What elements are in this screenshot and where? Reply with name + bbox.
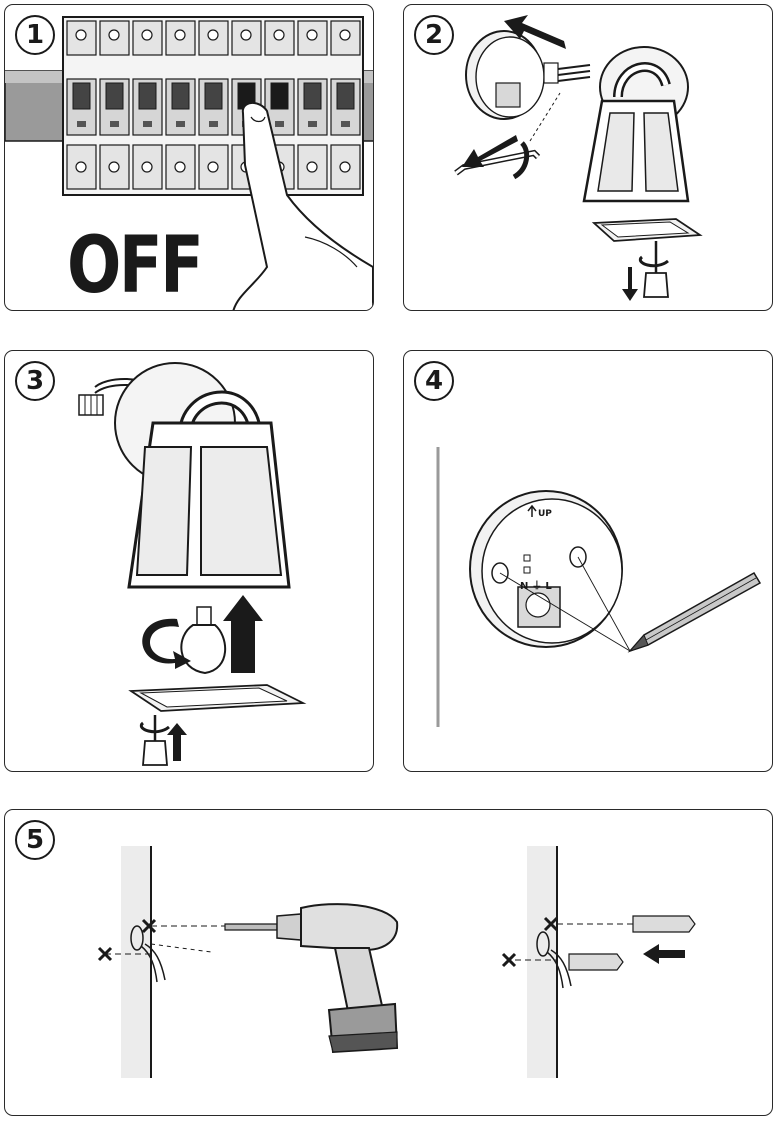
breaker-indicator [308, 121, 317, 127]
step-2-panel: 2 [403, 4, 773, 311]
terminal-screw [306, 29, 318, 41]
breaker-indicator [77, 121, 86, 127]
breaker-toggle [171, 82, 190, 110]
arrow-icon [167, 723, 187, 761]
mounting-plate-icon [469, 490, 623, 648]
breaker-bottom [297, 144, 328, 190]
terminal-screw [306, 161, 318, 173]
breaker-indicator [341, 121, 350, 127]
step-3-panel: 3 [4, 350, 374, 772]
screwdriver-icon [139, 715, 170, 766]
breaker-indicator [110, 121, 119, 127]
step-5-illustration [97, 846, 696, 1078]
terminal-screw [339, 161, 351, 173]
terminal-screw [75, 161, 87, 173]
arrow-icon [223, 595, 263, 673]
step-4-panel: 4 UP N ⏚ L [403, 350, 773, 772]
off-caption: OFF [67, 221, 204, 311]
terminal-screw [207, 161, 219, 173]
terminal-screw [108, 161, 120, 173]
breaker-indicator [176, 121, 185, 127]
breaker-toggle [270, 82, 289, 110]
arrow-icon [504, 15, 566, 49]
wall-plug-icon [568, 915, 696, 971]
terminal-screw [141, 161, 153, 173]
arrow-icon [462, 135, 518, 167]
terminal-screw [141, 29, 153, 41]
step-4-illustration [436, 447, 762, 727]
step-1-number: 1 [15, 15, 55, 55]
step-5-number: 5 [15, 820, 55, 860]
terminal-screw [75, 29, 87, 41]
arrow-icon [622, 267, 638, 301]
lamp-icon [114, 362, 291, 589]
terminal-screw [339, 29, 351, 41]
breaker-toggle [138, 82, 157, 110]
terminal-screw [207, 29, 219, 41]
bulb-icon [180, 606, 227, 675]
step-3-illustration [78, 362, 307, 766]
allen-key-icon [454, 141, 541, 180]
lamp-icon [582, 46, 690, 203]
terminal-label: N ⏚ L [520, 581, 552, 592]
breaker-toggle [303, 82, 322, 110]
rotate-arrow-icon [142, 618, 191, 669]
cross-mark-icon [501, 952, 517, 968]
breaker-indicator [143, 121, 152, 127]
wall [527, 846, 557, 1078]
breaker-panel-icon [5, 16, 373, 196]
wall [121, 846, 151, 1078]
terminal-screw [240, 29, 252, 41]
drill-icon [224, 903, 399, 1054]
up-label: UP [538, 509, 552, 519]
step-3-number: 3 [15, 361, 55, 401]
cross-mark-icon [543, 916, 559, 932]
cross-mark-icon [97, 946, 113, 962]
pencil-icon [627, 571, 762, 653]
terminal-screw [273, 29, 285, 41]
arrow-icon [643, 944, 685, 964]
screwdriver-icon [638, 241, 669, 298]
breaker-toggle [336, 82, 355, 110]
breaker-indicator [275, 121, 284, 127]
terminal-screw [108, 29, 120, 41]
breaker-toggle [105, 82, 124, 110]
cross-mark-icon [141, 918, 157, 934]
breaker-toggle [204, 82, 223, 110]
terminal-screw [174, 161, 186, 173]
step-4-number: 4 [414, 361, 454, 401]
breaker-top [231, 20, 262, 56]
hand-icon [232, 102, 373, 310]
step-2-number: 2 [414, 15, 454, 55]
step-5-panel: 5 [4, 809, 773, 1116]
breaker-toggle [72, 82, 91, 110]
step-2-illustration [454, 15, 703, 301]
mounting-plate-icon [465, 30, 591, 120]
terminal-screw [174, 29, 186, 41]
step-1-panel: 1 OFF [4, 4, 374, 311]
breaker-indicator [209, 121, 218, 127]
